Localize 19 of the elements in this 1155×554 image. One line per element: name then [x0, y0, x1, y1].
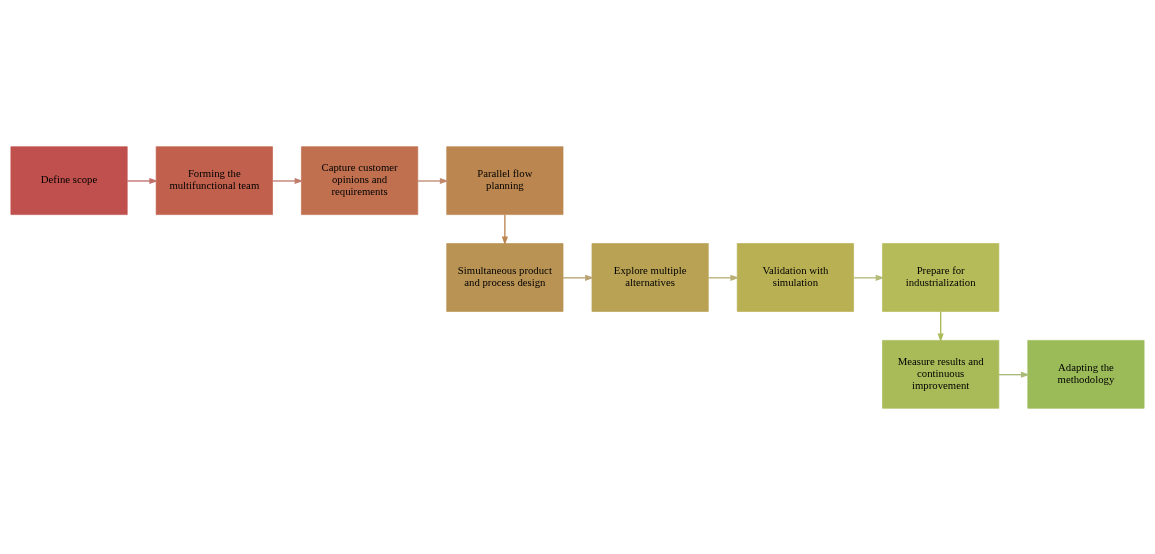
- arrow: [998, 371, 1030, 378]
- node-box: Parallel flow planning: [446, 145, 564, 215]
- arrow: [271, 177, 304, 184]
- node-box: Prepare for industrialization: [882, 242, 1000, 312]
- node-box: Define scope: [10, 145, 128, 215]
- arrow: [852, 274, 885, 281]
- arrow: [501, 213, 508, 245]
- node-box: Explore multiple alternatives: [591, 242, 709, 312]
- node-box: Capture customer opinions and requirements: [301, 145, 419, 215]
- node-box: Forming the multifunctional team: [155, 145, 273, 215]
- node-box: Measure results and continuous improvement: [882, 339, 1000, 409]
- arrow: [707, 274, 740, 281]
- arrow: [126, 177, 159, 184]
- arrow: [417, 177, 449, 184]
- node-box: Validation with simulation: [736, 242, 854, 312]
- arrow: [562, 274, 594, 281]
- node-box: Adapting the methodology: [1027, 339, 1145, 409]
- node-box: Simultaneous product and process design: [446, 242, 564, 312]
- arrow: [937, 310, 944, 342]
